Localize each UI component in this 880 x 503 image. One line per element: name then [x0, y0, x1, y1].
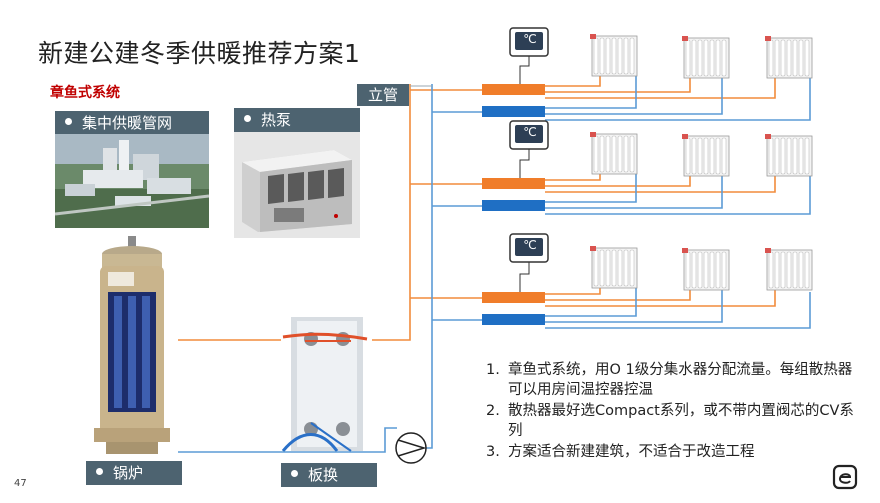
- note-item: 3.方案适合新建建筑，不适合于改造工程: [486, 444, 755, 460]
- boiler-label: 锅炉: [86, 461, 182, 485]
- page-number: 47: [14, 478, 27, 489]
- district-heating-image: [55, 134, 209, 228]
- plate-exchanger-image: [281, 311, 372, 459]
- thermostat-icon: [509, 233, 549, 292]
- return-pipes: [178, 74, 811, 453]
- bullet-dot: [291, 470, 298, 477]
- radiator-icon: [682, 134, 730, 177]
- supply-manifold-3: [482, 292, 545, 303]
- notes-list: 1.章鱼式系统，用O 1级分集水器分配流量。每组散热器可以用房间温控器控温 2.…: [486, 360, 856, 463]
- plate-exchanger-label-text: 板换: [308, 466, 339, 484]
- bullet-dot: [244, 115, 251, 122]
- bullet-dot: [96, 468, 103, 475]
- supply-manifold-1: [482, 84, 545, 95]
- radiator-icon: [590, 246, 638, 289]
- radiator-icon: [765, 134, 813, 177]
- system-subtitle: 章鱼式系统: [50, 85, 120, 101]
- district-heating-label-text: 集中供暖管网: [82, 114, 173, 132]
- thermostat-symbol: ℃: [523, 125, 537, 139]
- radiator-icon: [590, 132, 638, 175]
- radiator-icon: [682, 248, 730, 291]
- note-item: 2.散热器最好选Compact系列，或不带内置阀芯的CV系列: [486, 403, 854, 439]
- note-item: 1.章鱼式系统，用O 1级分集水器分配流量。每组散热器可以用房间温控器控温: [486, 362, 853, 398]
- radiator-icon: [682, 36, 730, 79]
- supply-manifold-2: [482, 178, 545, 189]
- return-manifold-1: [482, 106, 545, 117]
- radiator-icon: [590, 34, 638, 77]
- riser-label: 立管: [357, 84, 409, 106]
- district-heating-label: 集中供暖管网: [55, 111, 209, 135]
- thermostat-symbol: ℃: [523, 32, 537, 46]
- thermostat-symbol: ℃: [523, 238, 537, 252]
- boiler-label-text: 锅炉: [113, 464, 144, 482]
- radiator-icon: [765, 36, 813, 79]
- return-manifold-3: [482, 314, 545, 325]
- pump-symbol-icon: [395, 432, 427, 464]
- bullet-dot: [65, 118, 72, 125]
- thermostat-icon: [509, 120, 549, 178]
- radiator-icon: [765, 248, 813, 291]
- boiler-image: [86, 232, 178, 458]
- plate-exchanger-label: 板换: [281, 463, 377, 487]
- heat-pump-label: 热泵: [234, 108, 360, 132]
- thermostat-icon: [509, 27, 549, 84]
- heat-pump-image: [234, 132, 360, 238]
- slide-title: 新建公建冬季供暖推荐方案1: [38, 39, 361, 68]
- heat-pump-label-text: 热泵: [261, 111, 292, 129]
- return-manifold-2: [482, 200, 545, 211]
- brand-logo-icon: [832, 464, 858, 490]
